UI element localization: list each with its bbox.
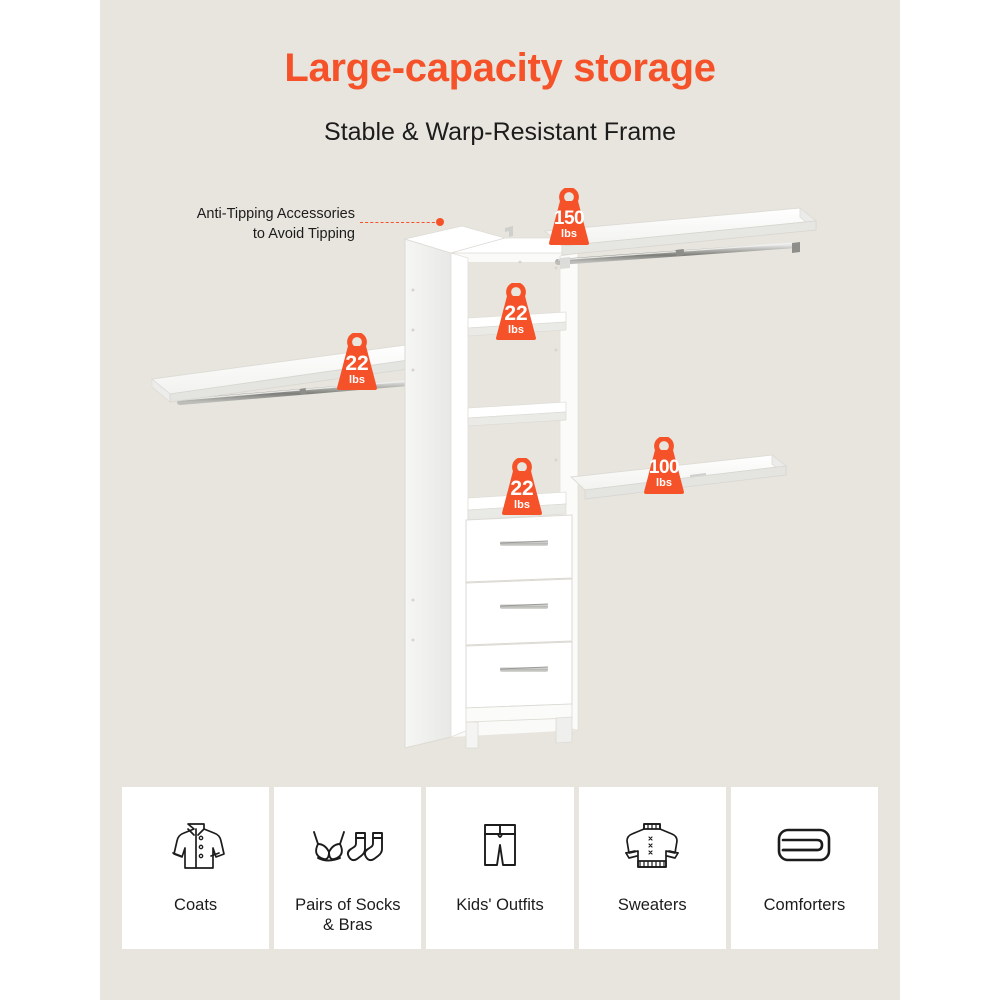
capacity-card-kids-outfits[interactable]: Kids' Outfits bbox=[426, 787, 574, 949]
tower-left-stile bbox=[450, 252, 469, 738]
weight-unit: lbs bbox=[508, 324, 524, 336]
right-shelf-support bbox=[689, 473, 707, 477]
capacity-card-label: Sweaters bbox=[617, 896, 687, 914]
shorts-icon bbox=[465, 813, 535, 879]
weight-icon bbox=[644, 437, 684, 494]
weight-unit: lbs bbox=[514, 499, 530, 511]
page-subtitle: Stable & Warp-Resistant Frame bbox=[324, 118, 676, 146]
bra-and-socks-icon bbox=[306, 813, 390, 879]
weight-badge-22lbs-lower: 22 lbs bbox=[495, 458, 549, 516]
left-shelf-assembly bbox=[150, 342, 439, 405]
weight-unit: lbs bbox=[349, 374, 365, 386]
top-shelf-front-edge bbox=[561, 220, 817, 256]
base-foot-right bbox=[555, 716, 573, 744]
weight-icon bbox=[337, 333, 377, 390]
annotation-target-dot bbox=[436, 218, 444, 226]
weight-value: 22 bbox=[504, 302, 528, 325]
left-hanging-rod bbox=[177, 378, 435, 405]
capacity-card-label: Kids' Outfits bbox=[456, 896, 544, 914]
top-rod-bracket bbox=[560, 257, 570, 269]
top-shelf-assembly bbox=[505, 207, 818, 269]
capacity-card-label: Coats bbox=[174, 896, 218, 914]
comforter-icon bbox=[769, 813, 839, 879]
capacity-card-sweaters[interactable]: Sweaters bbox=[578, 787, 726, 949]
weight-badge-22lbs-left: 22 lbs bbox=[330, 333, 384, 391]
weight-badge-22lbs-upper: 22 lbs bbox=[489, 283, 543, 341]
coat-icon bbox=[161, 813, 231, 879]
drawer-2[interactable] bbox=[465, 578, 573, 646]
base-foot-left bbox=[465, 721, 479, 749]
shelf-peg-holes bbox=[411, 260, 558, 642]
weight-icon bbox=[549, 188, 589, 245]
page-title: Large-capacity storage bbox=[284, 46, 716, 90]
weight-value: 100 bbox=[648, 457, 680, 478]
weight-badge-150lbs: 150 lbs bbox=[542, 188, 596, 246]
capacity-card-comforters[interactable]: Comforters bbox=[730, 787, 879, 949]
drawer-3[interactable] bbox=[465, 641, 573, 709]
weight-value: 22 bbox=[510, 477, 534, 500]
weight-badge-100lbs: 100 lbs bbox=[637, 437, 691, 495]
weight-value: 22 bbox=[345, 352, 369, 375]
sweater-icon bbox=[617, 813, 687, 879]
cube-shelf-2-edge bbox=[467, 411, 567, 427]
capacity-card-socks-bras[interactable]: Pairs of Socks & Bras bbox=[274, 787, 422, 949]
annotation-line-2: to Avoid Tipping bbox=[252, 226, 355, 242]
anti-tip-bracket bbox=[505, 226, 513, 237]
weight-icon bbox=[502, 458, 542, 515]
annotation-leader-line bbox=[360, 222, 440, 223]
right-shelf-front-edge bbox=[584, 465, 787, 500]
weight-unit: lbs bbox=[561, 228, 577, 240]
weight-value: 150 bbox=[553, 208, 585, 229]
tower-left-panel bbox=[404, 238, 452, 749]
capacity-card-coats[interactable]: Coats bbox=[122, 787, 270, 949]
capacity-card-row: Coats bbox=[122, 787, 879, 949]
top-hanging-rod bbox=[555, 242, 800, 265]
anti-tipping-annotation: Anti-Tipping Accessories to Avoid Tippin… bbox=[120, 204, 355, 244]
weight-unit: lbs bbox=[656, 477, 672, 489]
drawer-stack bbox=[465, 514, 573, 709]
capacity-card-label: Comforters bbox=[763, 896, 846, 914]
annotation-line-1: Anti-Tipping Accessories bbox=[196, 206, 355, 222]
weight-icon bbox=[496, 283, 536, 340]
capacity-card-label: Pairs of Socks & Bras bbox=[295, 896, 401, 934]
drawer-1[interactable] bbox=[465, 514, 573, 583]
